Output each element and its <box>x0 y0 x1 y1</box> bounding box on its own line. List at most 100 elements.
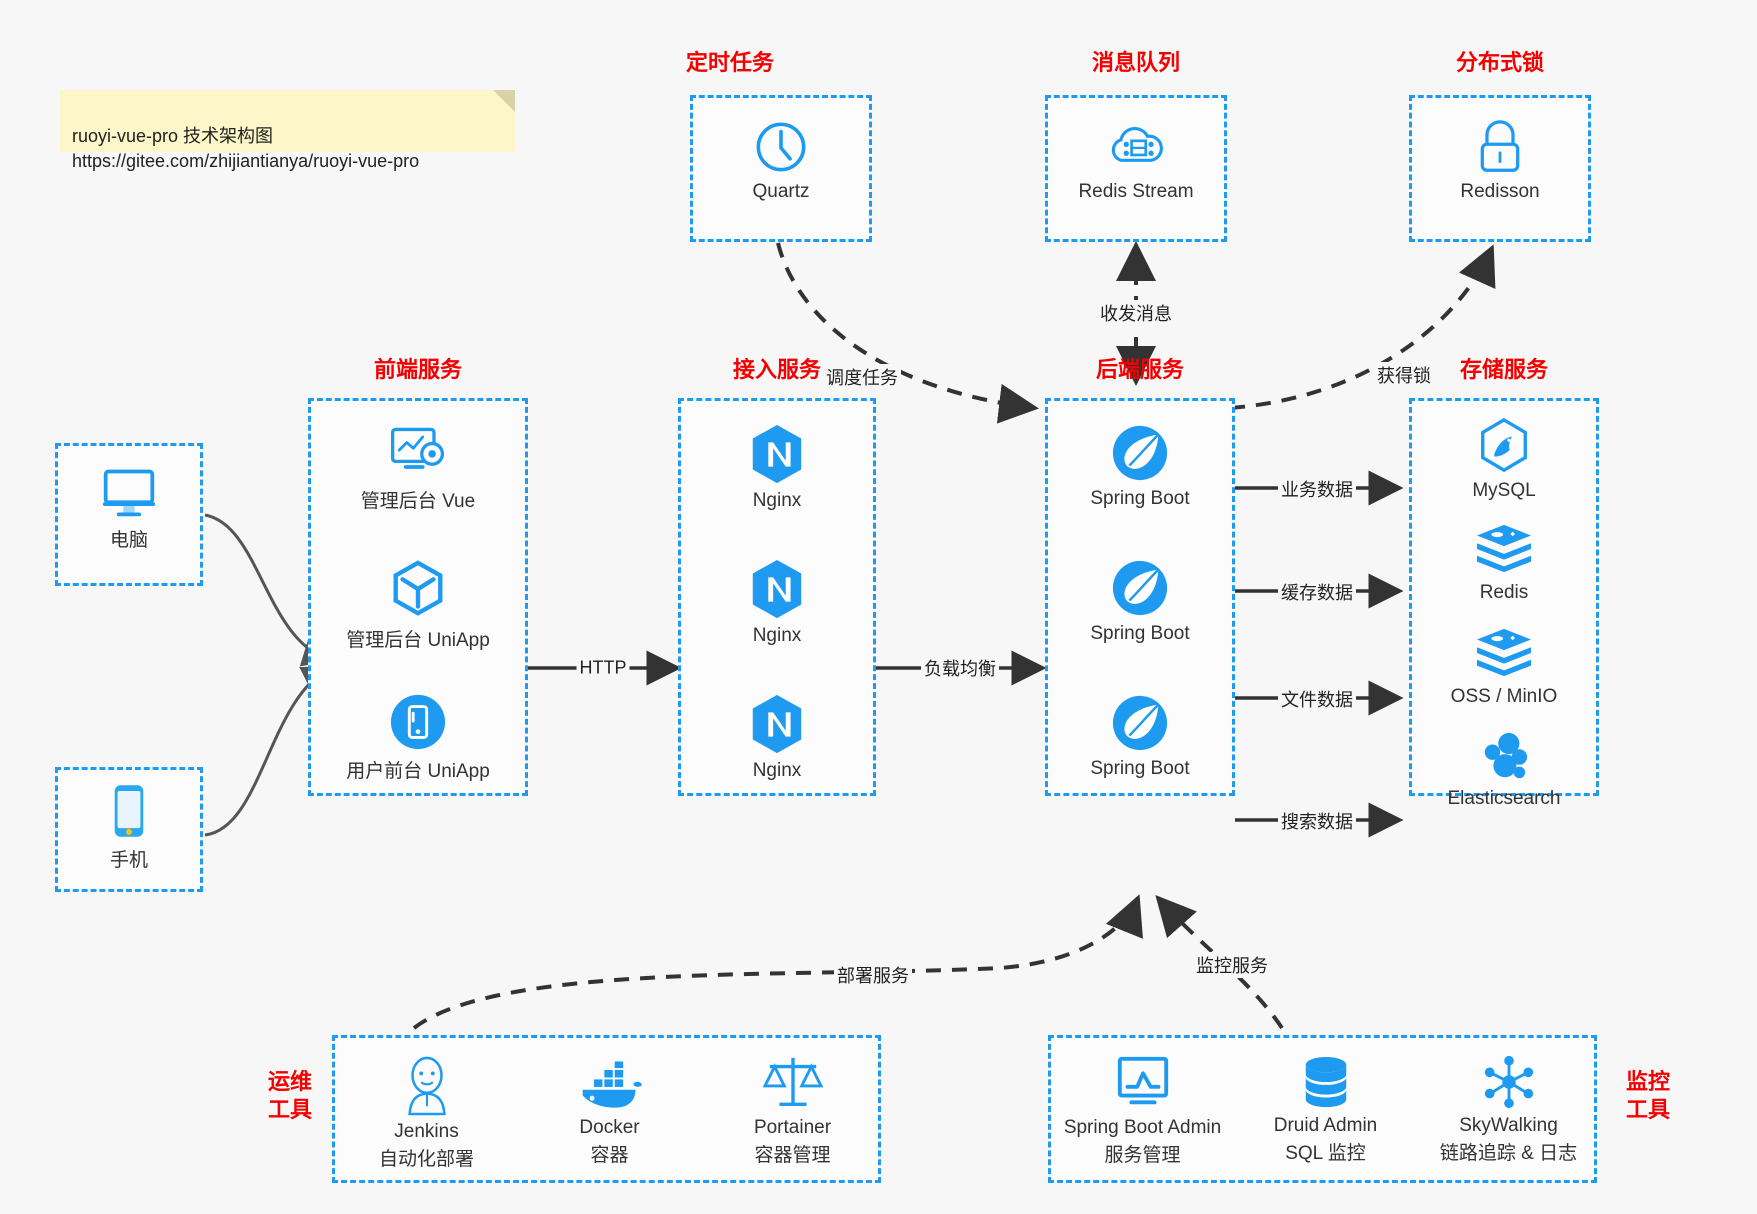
node-label: Docker <box>579 1117 640 1138</box>
node-spring-boot-2[interactable]: Spring Boot <box>1048 558 1232 645</box>
group-title-frontend: 前端服务 <box>373 357 462 382</box>
group-box-scheduled-task: Quartz <box>690 95 872 242</box>
node-spring-boot-3[interactable]: Spring Boot <box>1048 693 1232 780</box>
group-title-monitoring-line2: 工具 <box>1625 1097 1670 1122</box>
node-label: 管理后台 UniApp <box>346 630 490 651</box>
node-label: Portainer <box>753 1117 832 1138</box>
node-label: 用户前台 UniApp <box>346 761 490 782</box>
group-box-storage: MySQL Redis OSS / MinIO <box>1409 398 1599 809</box>
node-sublabel: SQL 监控 <box>1285 1143 1366 1164</box>
cloud-stream-icon <box>1111 127 1163 162</box>
database-stack-icon <box>1305 1056 1346 1108</box>
group-box-monitoring: Spring Boot Admin 服务管理 Druid Admin SQL 监… <box>1048 1035 1597 1183</box>
node-label: Quartz <box>752 181 810 202</box>
node-label: 手机 <box>109 850 148 871</box>
node-sublabel: 链路追踪 & 日志 <box>1439 1143 1578 1164</box>
group-box-distributed-lock: Redisson <box>1409 95 1591 242</box>
elasticsearch-icon <box>1484 732 1528 779</box>
node-spring-boot-admin[interactable]: Spring Boot Admin 服务管理 <box>1051 1054 1234 1167</box>
group-title-devops: 运维 工具 <box>255 1068 325 1124</box>
node-label: Spring Boot Admin <box>1063 1117 1222 1138</box>
skywalking-node-icon <box>1484 1055 1533 1109</box>
node-user-uniapp[interactable]: 用户前台 UniApp <box>311 693 525 783</box>
clock-icon <box>756 122 806 172</box>
node-admin-vue[interactable]: 管理后台 Vue <box>311 423 525 513</box>
node-label: Nginx <box>752 490 802 511</box>
group-title-storage: 存储服务 <box>1459 357 1548 382</box>
edge-label-search-data: 搜索数据 <box>1278 808 1356 834</box>
group-box-devops: Jenkins 自动化部署 Docker 容器 <box>332 1035 881 1183</box>
node-label: Jenkins <box>394 1121 459 1142</box>
group-title-monitoring-line1: 监控 <box>1625 1069 1670 1094</box>
node-label: SkyWalking <box>1459 1115 1558 1136</box>
edge-label-monitor-service: 监控服务 <box>1193 952 1271 978</box>
node-oss-minio[interactable]: OSS / MinIO <box>1412 627 1596 708</box>
node-label: Redisson <box>1460 181 1540 202</box>
node-nginx-2[interactable]: Nginx <box>681 558 873 647</box>
node-sublabel: 服务管理 <box>1104 1145 1181 1166</box>
monitor-chart-icon <box>1117 1056 1168 1105</box>
group-title-devops-line1: 运维 <box>267 1069 312 1094</box>
diagram-note: ruoyi-vue-pro 技术架构图 https://gitee.com/zh… <box>60 90 515 171</box>
node-label: Nginx <box>752 760 802 781</box>
edge-label-http: HTTP <box>576 657 630 679</box>
node-label: OSS / MinIO <box>1450 686 1558 707</box>
jenkins-icon <box>407 1056 446 1116</box>
node-redis[interactable]: Redis <box>1412 523 1596 604</box>
group-box-client-mobile: 手机 <box>55 767 203 892</box>
group-box-backend: Spring Boot Spring Boot Spring Boot <box>1045 398 1235 796</box>
desktop-monitor-icon <box>102 469 156 517</box>
mysql-icon <box>1481 417 1527 473</box>
group-title-backend: 后端服务 <box>1095 357 1184 382</box>
node-skywalking[interactable]: SkyWalking 链路追踪 & 日志 <box>1417 1054 1600 1165</box>
node-desktop[interactable]: 电脑 <box>58 464 200 552</box>
node-label: Spring Boot <box>1090 623 1190 644</box>
nginx-icon <box>752 424 802 484</box>
node-nginx-3[interactable]: Nginx <box>681 693 873 782</box>
node-sublabel: 容器管理 <box>754 1145 831 1166</box>
node-label: Redis <box>1479 582 1529 603</box>
phone-circle-icon <box>390 694 446 750</box>
node-druid-admin[interactable]: Druid Admin SQL 监控 <box>1234 1056 1417 1165</box>
spring-boot-icon <box>1112 560 1168 616</box>
node-label: Spring Boot <box>1090 758 1190 779</box>
group-title-devops-line2: 工具 <box>267 1097 312 1122</box>
group-title-gateway: 接入服务 <box>732 357 821 382</box>
node-label: Elasticsearch <box>1447 788 1561 809</box>
docker-whale-icon <box>582 1061 642 1108</box>
node-label: MySQL <box>1472 480 1536 501</box>
node-sublabel: 容器 <box>590 1145 629 1166</box>
node-docker[interactable]: Docker 容器 <box>518 1060 701 1167</box>
node-nginx-1[interactable]: Nginx <box>681 423 873 512</box>
node-label: 管理后台 Vue <box>360 491 476 512</box>
group-box-message-queue: Redis Stream <box>1045 95 1227 242</box>
redis-icon <box>1477 524 1531 573</box>
edge-label-acquire-lock: 获得锁 <box>1374 362 1434 388</box>
node-portainer[interactable]: Portainer 容器管理 <box>701 1054 884 1167</box>
node-elasticsearch[interactable]: Elasticsearch <box>1412 731 1596 810</box>
node-admin-uniapp[interactable]: 管理后台 UniApp <box>311 558 525 652</box>
edge-label-business-data: 业务数据 <box>1278 476 1356 502</box>
node-label: 电脑 <box>109 530 148 551</box>
nginx-icon <box>752 559 802 619</box>
edge-label-deploy-service: 部署服务 <box>834 962 912 988</box>
node-mobile[interactable]: 手机 <box>58 782 200 872</box>
node-redis-stream[interactable]: Redis Stream <box>1048 118 1224 203</box>
node-redisson[interactable]: Redisson <box>1412 118 1588 203</box>
node-label: Redis Stream <box>1078 181 1194 202</box>
group-title-scheduled-task: 定时任务 <box>685 50 774 75</box>
node-label: Nginx <box>752 625 802 646</box>
note-fold-corner <box>493 90 515 112</box>
spring-boot-icon <box>1112 425 1168 481</box>
group-title-monitoring: 监控 工具 <box>1613 1068 1683 1124</box>
node-mysql[interactable]: MySQL <box>1412 417 1596 502</box>
edge-label-send-receive-message: 收发消息 <box>1097 300 1175 326</box>
node-label: Druid Admin <box>1273 1115 1378 1136</box>
node-jenkins[interactable]: Jenkins 自动化部署 <box>335 1054 518 1171</box>
node-quartz[interactable]: Quartz <box>693 118 869 203</box>
node-spring-boot-1[interactable]: Spring Boot <box>1048 423 1232 510</box>
spring-boot-icon <box>1112 695 1168 751</box>
scales-icon <box>762 1057 823 1106</box>
group-box-gateway: Nginx Nginx Nginx <box>678 398 876 796</box>
